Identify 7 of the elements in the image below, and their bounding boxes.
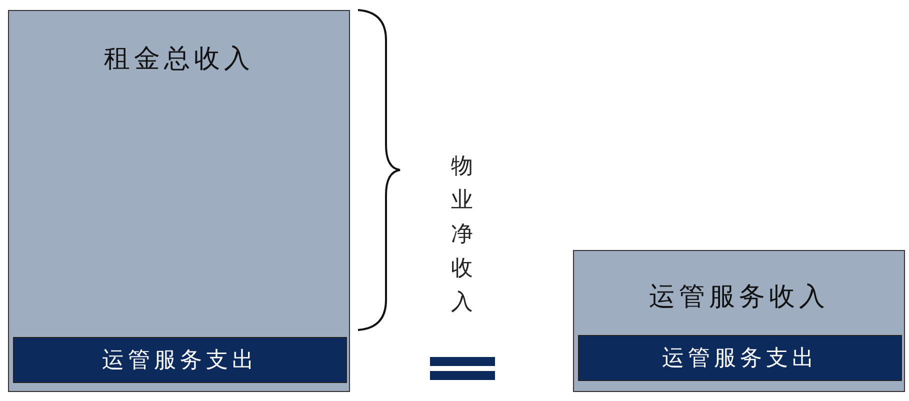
expense-bar: 运管服务支出 [578,335,902,381]
expense-bar: 运管服务支出 [13,337,347,383]
box-title: 租金总收入 [103,43,255,76]
income-box [8,10,350,392]
vertical-label: 物业净收入 [450,150,474,322]
box-title: 运管服务收入 [648,281,830,314]
income-box [573,250,905,392]
